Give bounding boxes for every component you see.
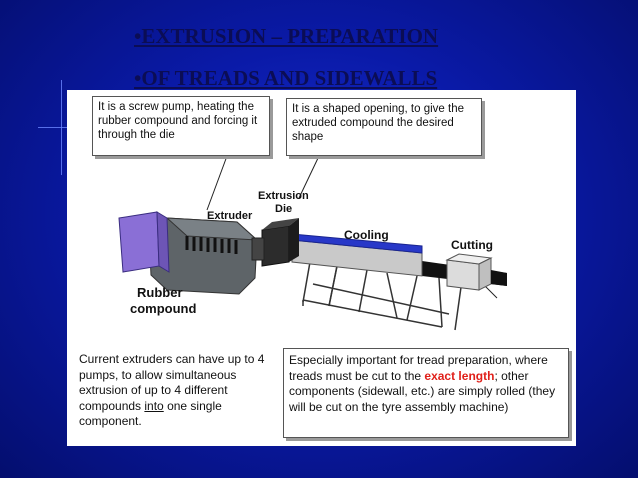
cutter-box: [446, 259, 480, 291]
diagram-panel: It is a screw pump, heating the rubber c…: [67, 90, 576, 446]
rubber-label-line-1: Rubber: [137, 285, 183, 300]
die-callout: It is a shaped opening, to give the extr…: [286, 98, 482, 156]
extrusion-die: [261, 225, 290, 267]
extruder-fins: [185, 236, 238, 254]
pumps-note-underlined: into: [144, 398, 164, 413]
extruder-leader-line: [206, 155, 228, 211]
cooling-conveyor-frame: [302, 261, 463, 331]
die-leader-line: [298, 155, 320, 199]
rubber-label-line-2: compound: [130, 301, 197, 316]
tread-callout: Especially important for tread preparati…: [283, 348, 569, 438]
slide-title-line-1: •EXTRUSION – PREPARATION: [134, 24, 439, 48]
cutting-label: Cutting: [451, 238, 493, 252]
die-callout-text: It is a shaped opening, to give the extr…: [292, 103, 464, 143]
pumps-note-text-1: Current extruders can have up to 4 pumps…: [79, 352, 265, 413]
pumps-note-text-2: one single component.: [79, 398, 222, 429]
extruder-callout: It is a screw pump, heating the rubber c…: [92, 96, 270, 156]
die-label-line-2: Die: [275, 203, 293, 215]
slide-title-line-2: •OF TREADS AND SIDEWALLS: [134, 66, 438, 90]
extruder-callout-text: It is a screw pump, heating the rubber c…: [98, 101, 258, 141]
decorative-line-vertical: [61, 80, 62, 175]
exact-length-emphasis: exact length: [424, 368, 495, 383]
cooling-label: Cooling: [344, 228, 389, 242]
pumps-note: Current extruders can have up to 4 pumps…: [79, 352, 279, 430]
tread-note-text-2: ; other components (sidewall, etc.) are …: [289, 368, 556, 414]
extruder-label: Extruder: [207, 210, 253, 222]
die-label-line-1: Extrusion: [258, 190, 309, 202]
tread-note-text-1: Especially important for tread preparati…: [289, 353, 548, 383]
extrusion-line-illustration: [118, 155, 507, 331]
rubber-hopper: [118, 211, 160, 273]
